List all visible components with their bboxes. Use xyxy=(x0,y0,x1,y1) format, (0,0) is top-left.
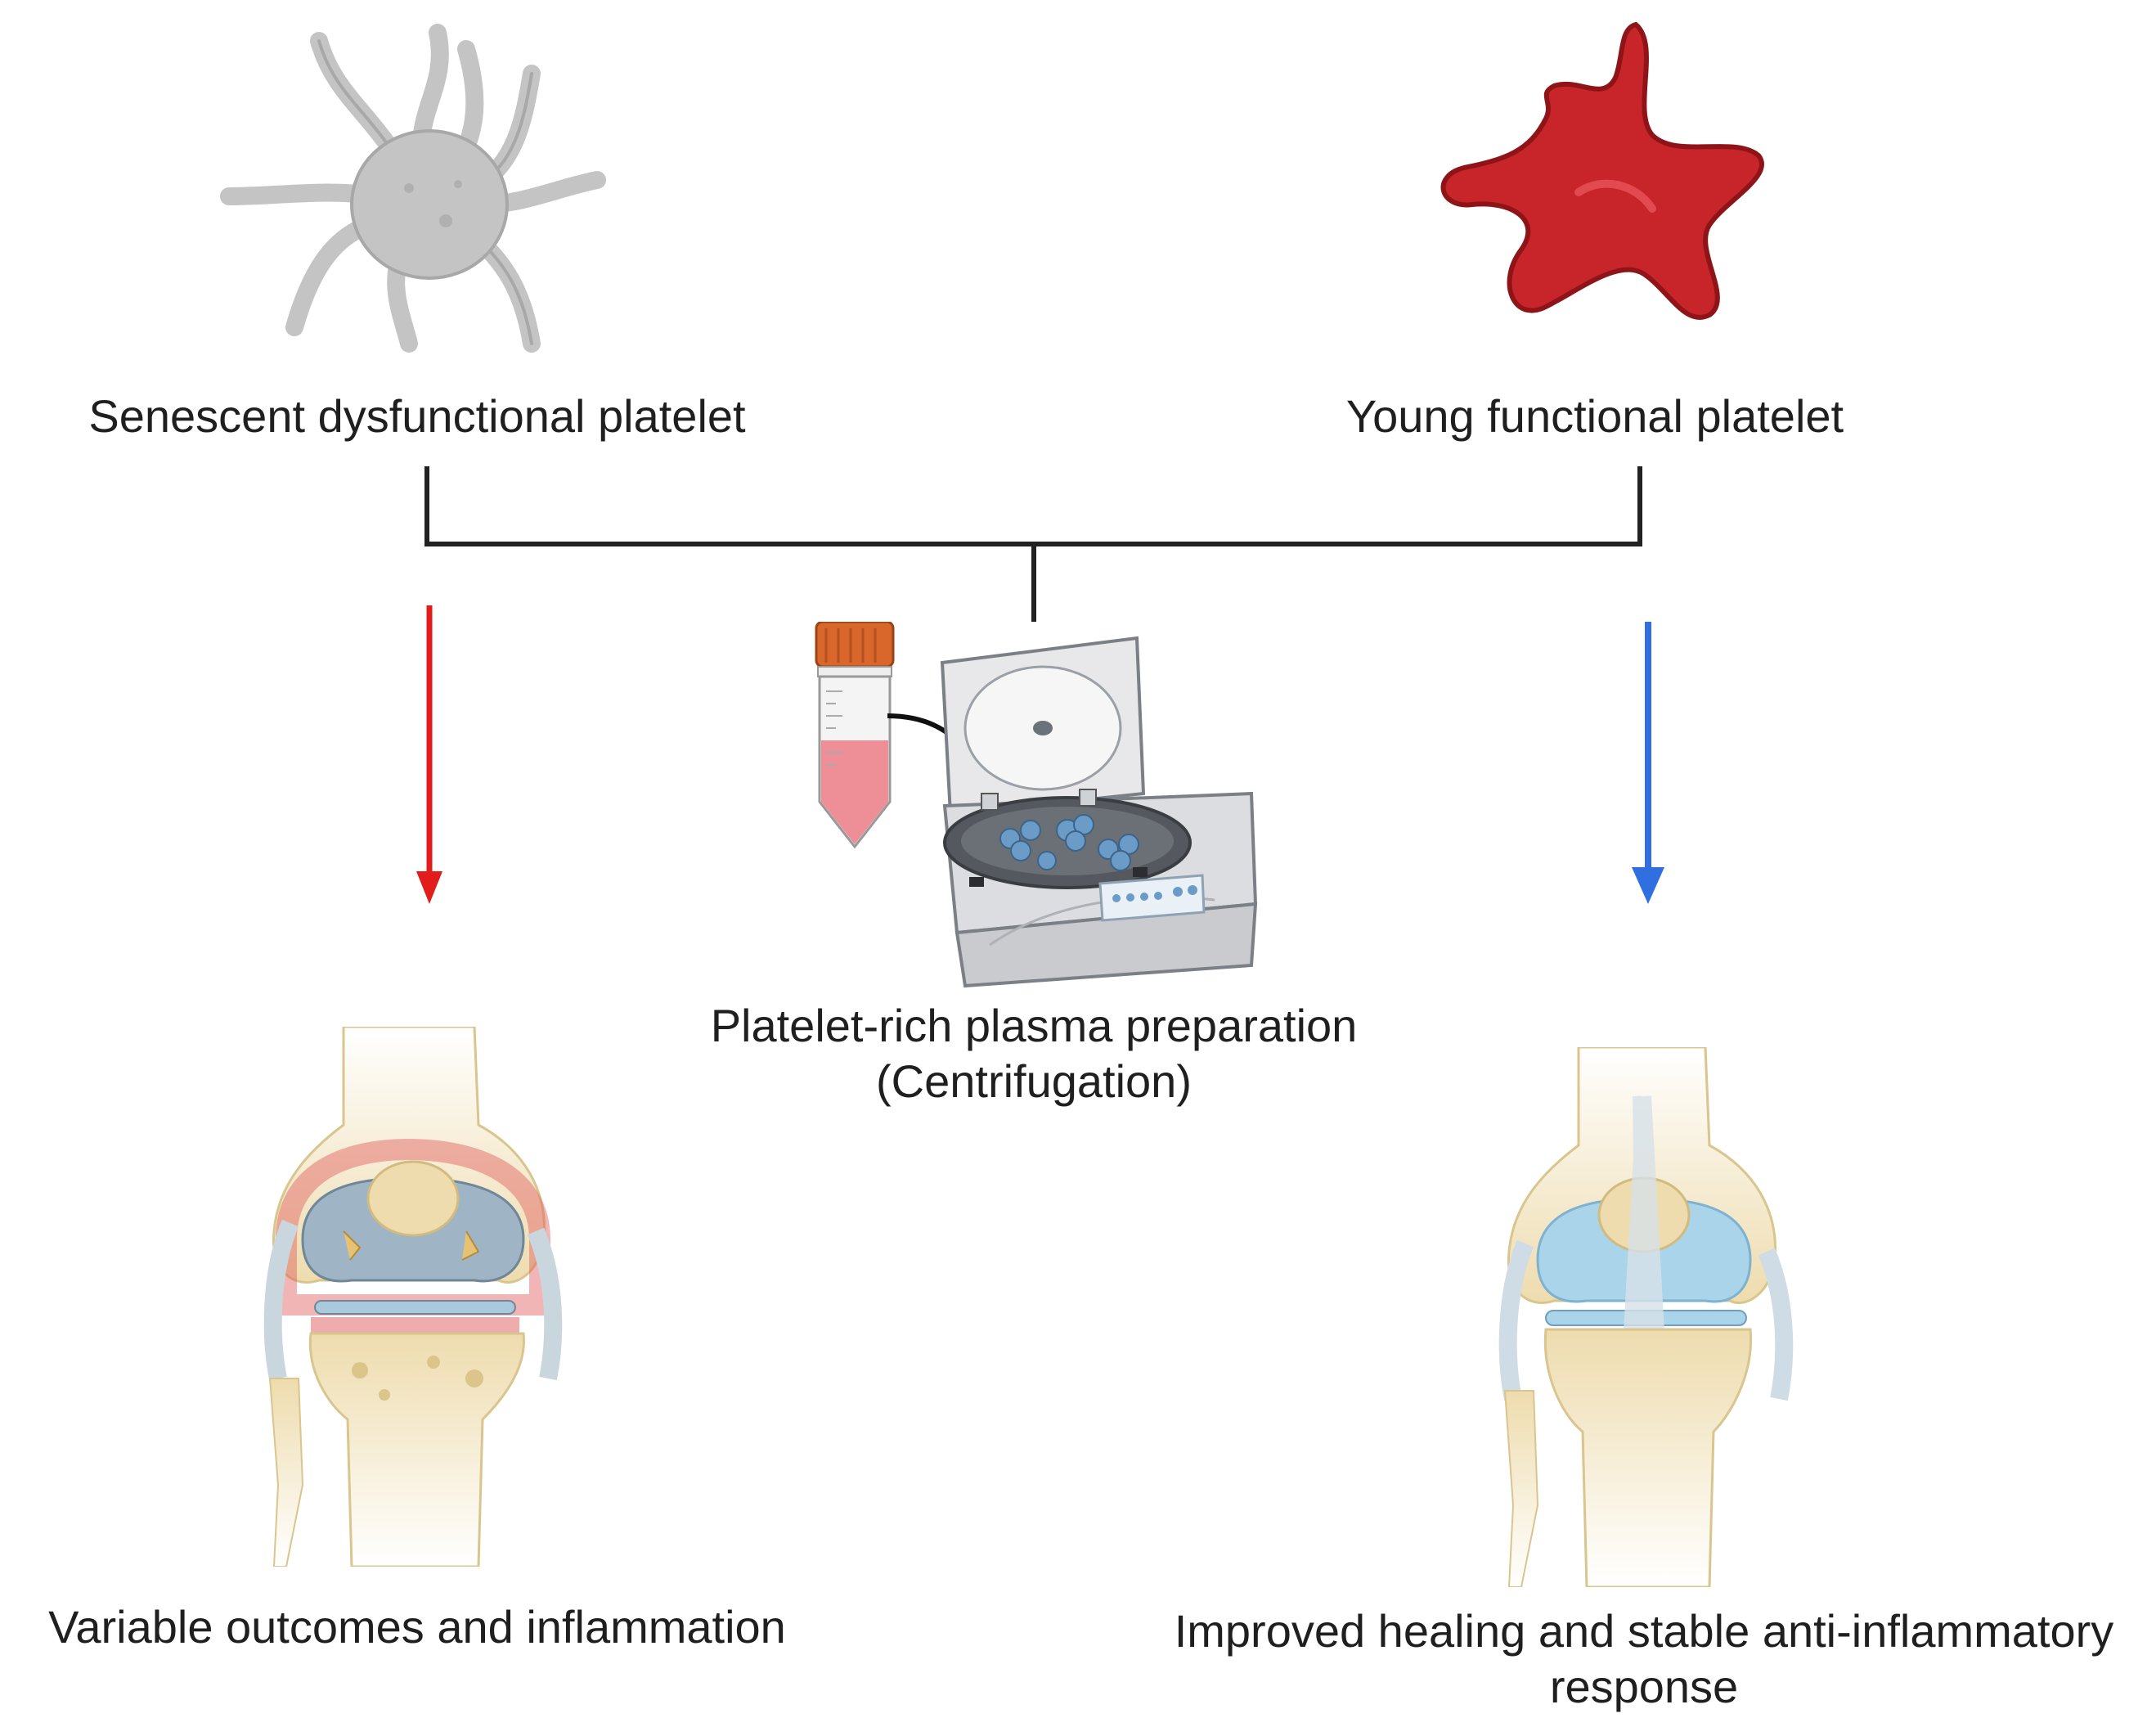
senescent-platelet-icon xyxy=(220,24,606,353)
young-platelet-label: Young functional platelet xyxy=(1345,390,1844,442)
inflamed-knee-icon xyxy=(263,1027,563,1567)
prp-label-line2: (Centrifugation) xyxy=(876,1055,1192,1107)
connector-bracket xyxy=(424,466,1642,622)
centrifuge-tube-icon xyxy=(815,622,895,849)
senescent-platelet-label: Senescent dysfunctional platelet xyxy=(88,390,746,442)
arrow-good-outcome xyxy=(1632,622,1664,904)
outcome-good-label-line1: Improved healing and stable anti-inflamm… xyxy=(1174,1605,2114,1657)
centrifuge-machine-icon xyxy=(940,636,1258,988)
prp-label-line1: Platelet-rich plasma preparation xyxy=(710,1000,1358,1051)
young-platelet-icon xyxy=(1440,21,1764,320)
outcome-bad-label: Variable outcomes and inflammation xyxy=(48,1601,786,1653)
healthy-knee-icon xyxy=(1498,1047,1794,1587)
arrow-bad-outcome xyxy=(416,605,442,904)
outcome-good-label-line2: response xyxy=(1549,1661,1739,1712)
